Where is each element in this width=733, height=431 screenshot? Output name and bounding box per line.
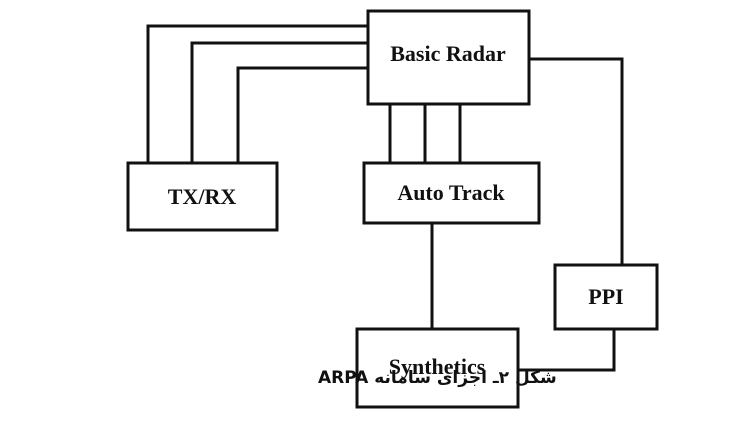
txrx-radar-line-1 <box>146 24 370 165</box>
node-auto-track: Auto Track <box>362 161 541 225</box>
node-tx-rx-label: TX/RX <box>168 184 237 209</box>
node-synthetics: Synthetics <box>355 327 520 409</box>
node-ppi-label: PPI <box>588 284 623 309</box>
node-synthetics-label: Synthetics <box>389 354 486 379</box>
synthetics-ppi-line <box>516 327 616 372</box>
node-auto-track-label: Auto Track <box>397 180 505 205</box>
node-basic-radar: Basic Radar <box>366 9 531 106</box>
radar-ppi-line <box>527 57 624 267</box>
node-tx-rx: TX/RX <box>126 161 279 232</box>
txrx-radar-line-3 <box>236 66 370 165</box>
node-ppi: PPI <box>553 263 659 331</box>
node-basic-radar-label: Basic Radar <box>390 41 506 66</box>
connections <box>146 24 624 372</box>
txrx-radar-line-2 <box>190 41 370 165</box>
figure-caption: شكل ۲ـ اجزای سامانه ARPA <box>318 368 557 388</box>
